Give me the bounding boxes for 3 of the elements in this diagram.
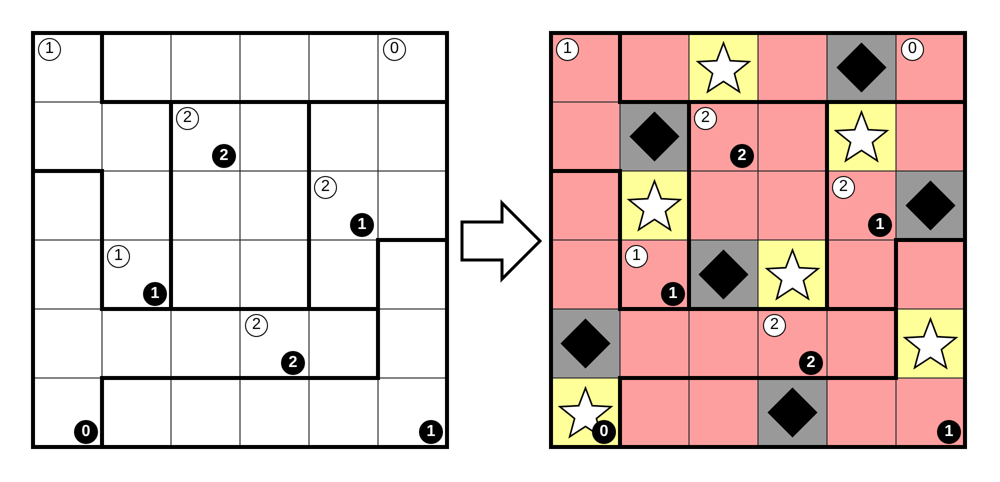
puzzle-grid (31, 31, 449, 449)
block-arrow (460, 199, 542, 283)
puzzle-grid (549, 31, 967, 449)
